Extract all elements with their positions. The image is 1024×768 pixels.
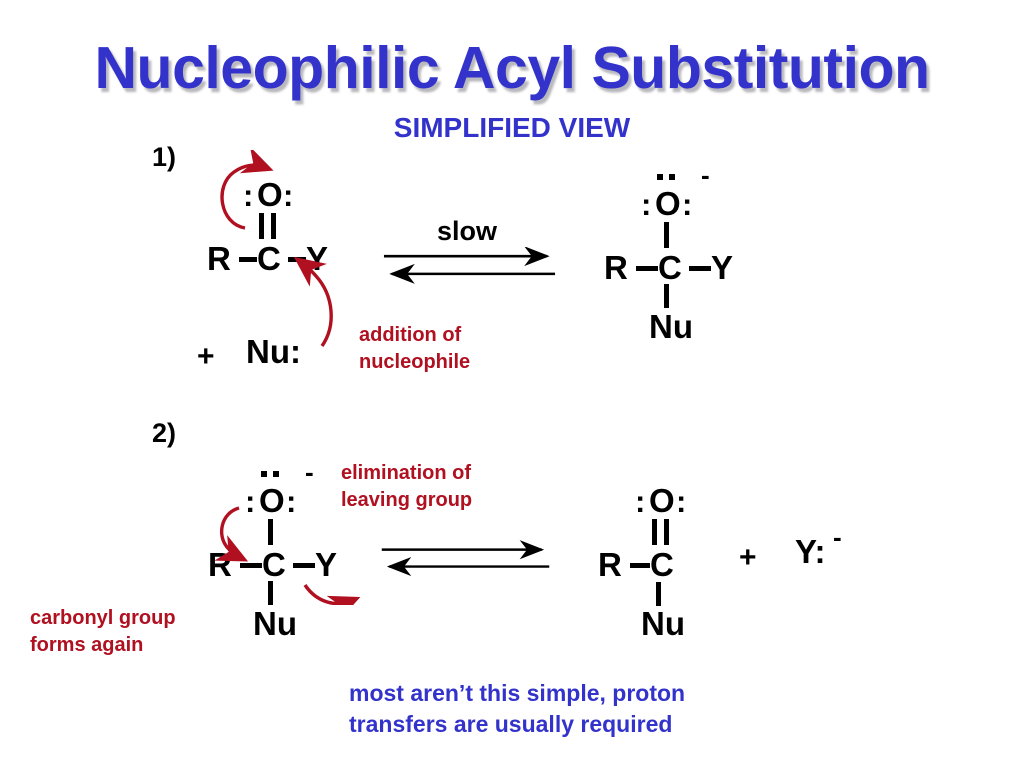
carbon-atom: C xyxy=(257,240,281,277)
step-2-annotation-top-line-2: leaving group xyxy=(341,489,473,511)
carbon-atom: C xyxy=(650,546,674,583)
step-2-reactant-structure: - : O : R C Y Nu xyxy=(200,459,380,640)
oxygen-atom: O xyxy=(257,176,283,213)
oxygen-right-lone-pair: : xyxy=(676,484,687,519)
step-1-annotation: addition of nucleophile xyxy=(359,322,470,376)
c-y-bond xyxy=(689,266,711,271)
oxygen-left-lone-pair: : xyxy=(641,187,652,222)
r-c-bond xyxy=(240,563,262,568)
nucleophile-label: Nu: xyxy=(246,333,301,370)
step-2-number: 2) xyxy=(152,418,177,448)
oxygen-top-lone-pair-dot-1 xyxy=(261,471,267,477)
oxygen-top-lone-pair-dot-2 xyxy=(273,471,279,477)
leaving-group-charge: - xyxy=(833,522,842,552)
oxygen-left-lone-pair: : xyxy=(243,178,254,213)
c-nu-bond xyxy=(268,581,273,605)
oxygen-atom: O xyxy=(655,185,681,222)
step-1-number: 1) xyxy=(152,142,177,172)
oxygen-top-lone-pair-dot-2 xyxy=(669,174,675,180)
page-subtitle: SIMPLIFIED VIEW xyxy=(393,112,631,143)
oxygen-atom: O xyxy=(259,482,285,519)
footer-note-line-2: transfers are usually required xyxy=(349,711,673,738)
y-group-atom: Y xyxy=(711,249,734,286)
leaving-group-label: Y: xyxy=(795,533,826,570)
oxygen-right-lone-pair: : xyxy=(682,187,693,222)
step-1-rate-label: slow xyxy=(437,216,498,246)
step-1-annotation-line-2: nucleophile xyxy=(359,351,471,373)
co-single-bond xyxy=(664,222,669,248)
step-1-equilibrium-arrow xyxy=(383,247,556,284)
oxygen-top-lone-pair-dot-1 xyxy=(657,174,663,180)
oxygen-atom: O xyxy=(649,482,675,519)
lone-pair-to-carbon-arrow xyxy=(214,506,249,562)
step-2-annotation-bottom-line-2: forms again xyxy=(30,634,144,656)
negative-charge: - xyxy=(305,457,314,487)
r-c-bond xyxy=(630,563,650,568)
step-2-equilibrium-arrow xyxy=(381,540,550,577)
step-2-annotation-top: elimination of leaving group xyxy=(341,460,472,514)
step-2-annotation-bottom-line-1: carbonyl group xyxy=(30,607,176,629)
footer-note: most aren’t this simple, proton transfer… xyxy=(349,678,685,740)
step-2-annotation-bottom: carbonyl group forms again xyxy=(30,605,176,659)
co-single-bond xyxy=(268,519,273,545)
step-2-mechanism-arrows xyxy=(214,506,361,605)
step-2-plus-sign: + xyxy=(739,541,757,574)
leaving-group-departure-arrow xyxy=(303,583,361,605)
y-group-atom: Y xyxy=(315,546,338,583)
nu-group-atom: Nu xyxy=(253,605,297,642)
r-group-atom: R xyxy=(598,546,622,583)
lone-pair-arrow xyxy=(220,150,274,230)
step-1-annotation-line-1: addition of xyxy=(359,324,462,346)
r-c-bond xyxy=(636,266,658,271)
negative-charge: - xyxy=(701,160,710,190)
oxygen-right-lone-pair: : xyxy=(286,484,297,519)
r-group-atom: R xyxy=(207,240,231,277)
step-2-product-structure: : O : R C Nu xyxy=(590,482,750,640)
co-double-bond-line-2 xyxy=(271,213,276,239)
co-double-bond-line-2 xyxy=(664,519,669,545)
step-1-plus-sign: + xyxy=(197,340,215,373)
oxygen-right-lone-pair: : xyxy=(283,178,294,213)
c-nu-bond xyxy=(656,582,661,606)
step-1-product-structure: - : O : R C Y Nu xyxy=(600,162,780,343)
step-1-mechanism-arrows xyxy=(220,150,333,347)
oxygen-left-lone-pair: : xyxy=(635,484,646,519)
nu-group-atom: Nu xyxy=(641,605,685,642)
c-nu-bond xyxy=(664,284,669,308)
page-title: Nucleophilic Acyl Substitution xyxy=(94,35,930,101)
co-double-bond-line-1 xyxy=(652,519,657,545)
r-group-atom: R xyxy=(604,249,628,286)
carbon-atom: C xyxy=(262,546,286,583)
co-double-bond-line-1 xyxy=(259,213,264,239)
step-2-annotation-top-line-1: elimination of xyxy=(341,462,471,484)
nucleophile-attack-arrow xyxy=(293,256,333,347)
c-y-bond xyxy=(293,563,315,568)
r-c-bond xyxy=(239,257,257,262)
footer-note-line-1: most aren’t this simple, proton xyxy=(349,680,686,706)
oxygen-left-lone-pair: : xyxy=(245,484,256,519)
nu-group-atom: Nu xyxy=(649,308,693,345)
carbon-atom: C xyxy=(658,249,682,286)
